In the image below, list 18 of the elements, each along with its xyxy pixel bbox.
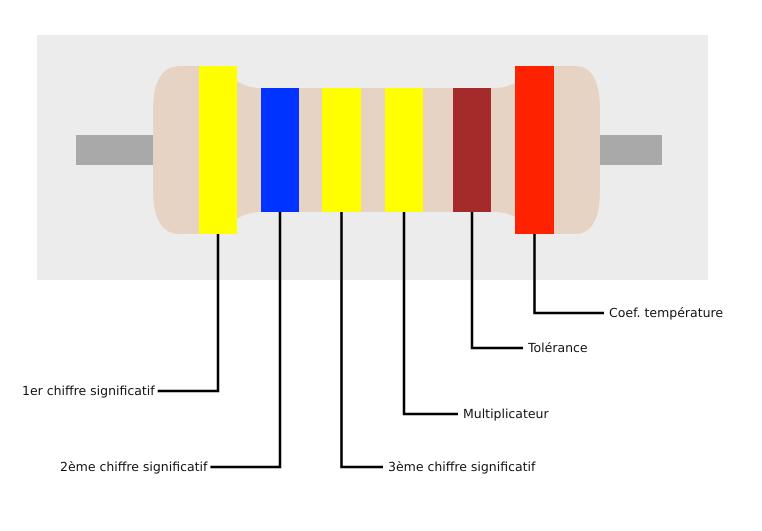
band-label: 2ème chiffre significatif <box>60 459 208 475</box>
band-label: Tolérance <box>528 340 588 356</box>
leader-line <box>210 212 282 468</box>
band-label: Multiplicateur <box>463 406 549 422</box>
leader-line <box>533 234 604 314</box>
leader-line <box>340 212 383 468</box>
band-label: 1er chiffre significatif <box>22 383 155 399</box>
color-band <box>515 66 554 234</box>
color-band <box>453 88 491 212</box>
leader-line <box>470 212 523 350</box>
color-band <box>261 88 299 212</box>
color-band <box>385 88 423 212</box>
color-band <box>199 66 237 234</box>
band-label: 3ème chiffre significatif <box>388 459 536 475</box>
leader-line <box>158 234 220 392</box>
band-label: Coef. température <box>609 305 724 321</box>
color-band <box>322 88 361 212</box>
leader-line <box>402 212 458 416</box>
